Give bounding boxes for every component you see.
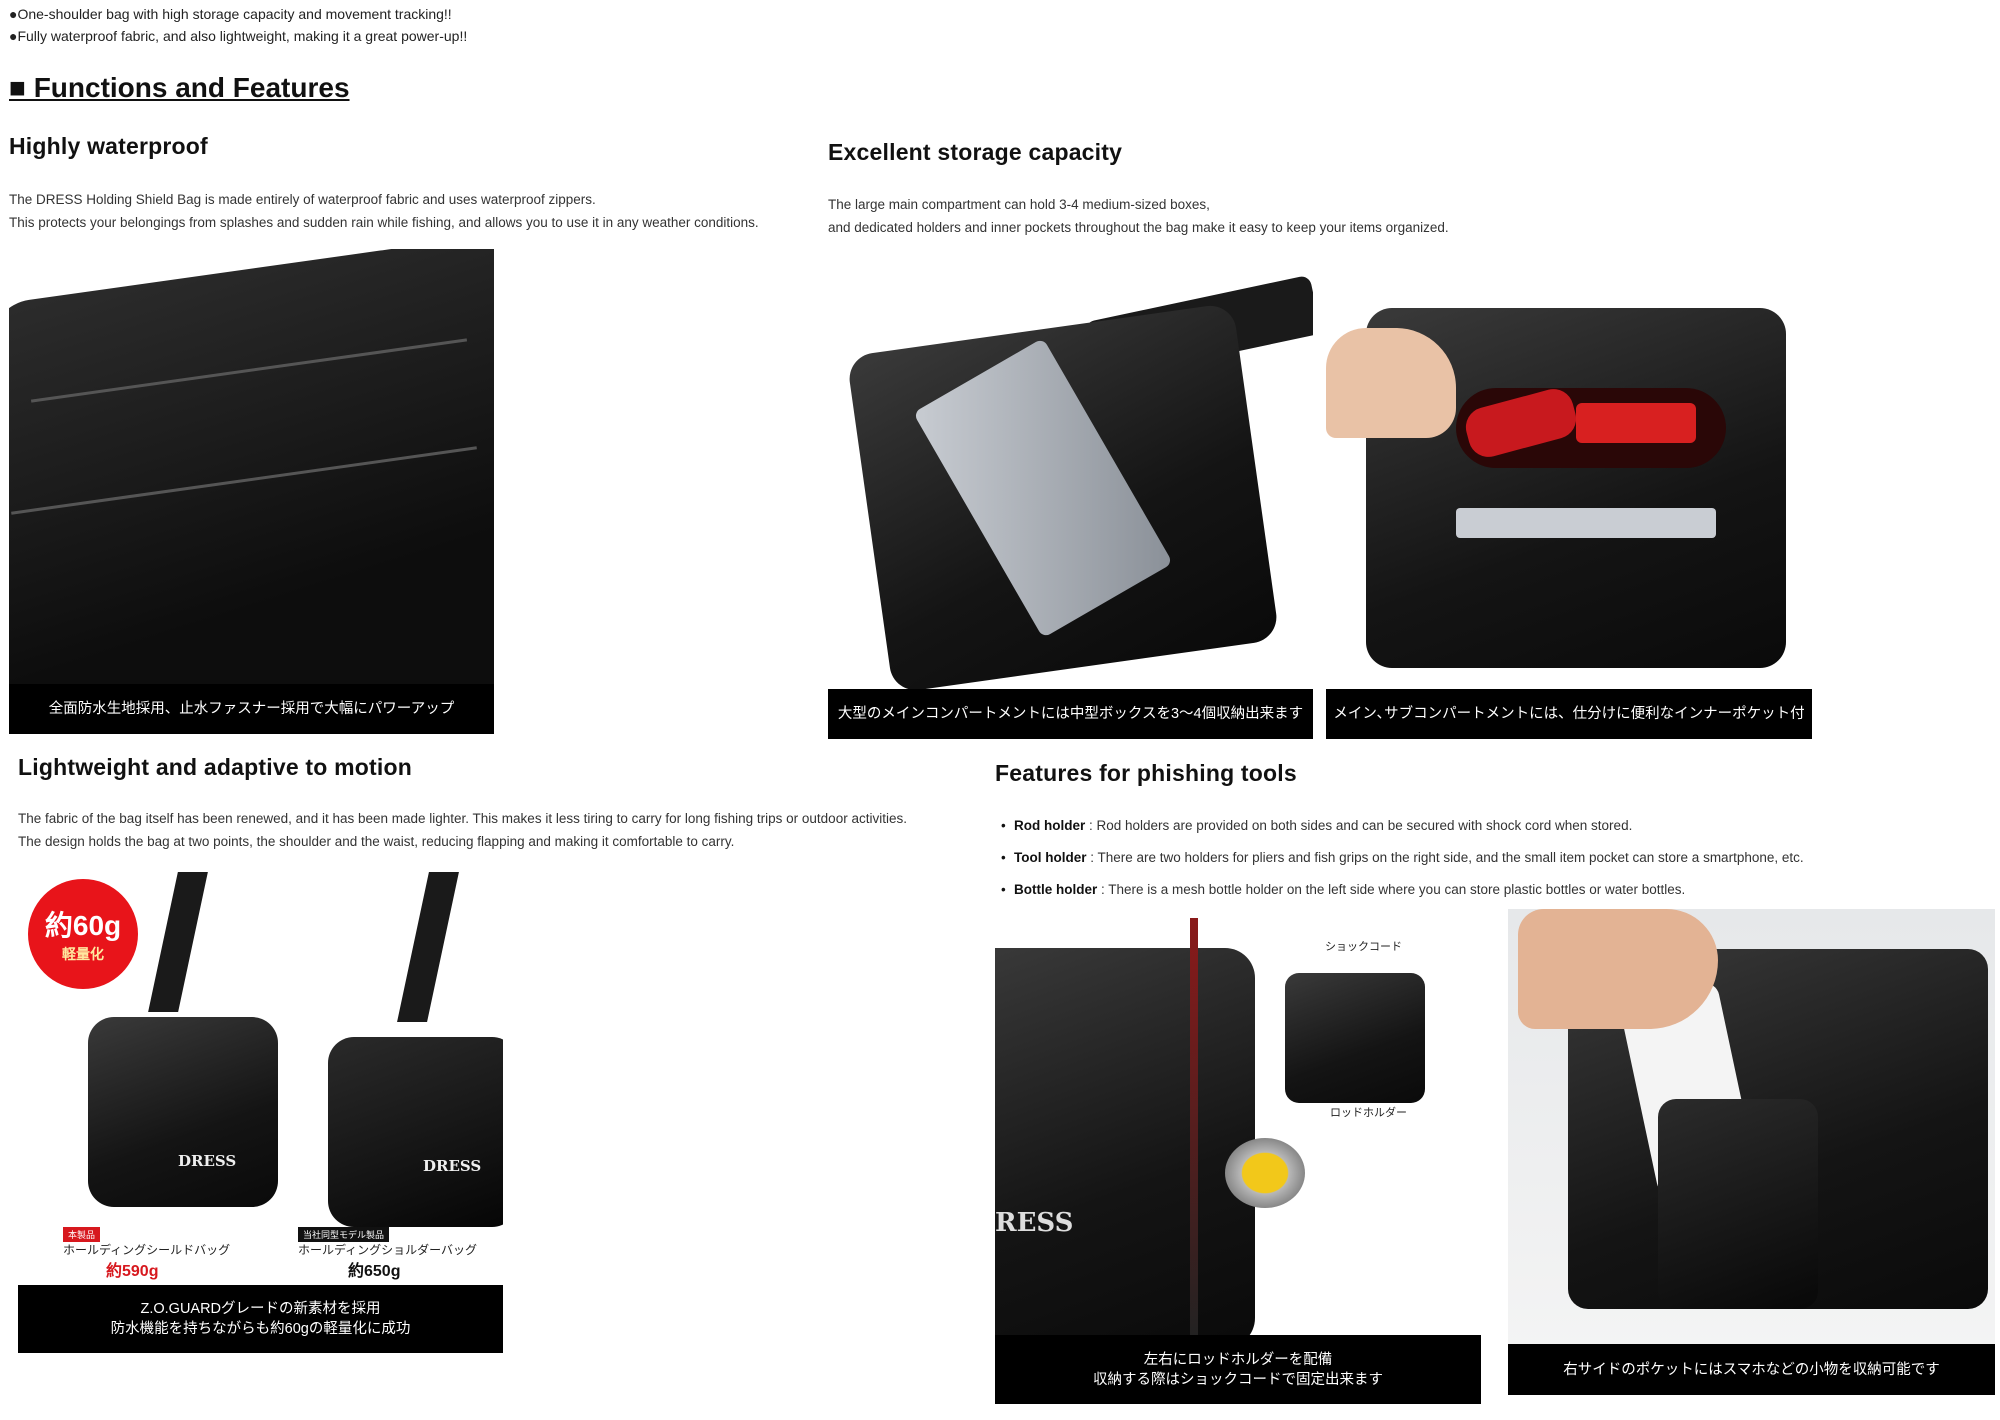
- photo-caption: 全面防水生地採用、止水ファスナー採用で大幅にパワーアップ: [9, 684, 494, 734]
- shock-cord-label: ショックコード: [1325, 941, 1402, 953]
- item-label: Tool holder: [1014, 850, 1087, 865]
- product-name: ホールディングショルダーバッグ: [298, 1243, 478, 1257]
- product-tag: 当社同型モデル製品: [298, 1227, 390, 1242]
- intro-bullet: ●Fully waterproof fabric, and also light…: [9, 28, 468, 44]
- lightweight-title: Lightweight and adaptive to motion: [18, 754, 412, 780]
- badge-label: 軽量化: [62, 946, 104, 962]
- text-line: This protects your belongings from splas…: [9, 215, 759, 230]
- caption-line: Z.O.GUARDグレードの新素材を採用: [140, 1301, 381, 1317]
- caption-line: 防水機能を持ちながらも約60gの軽量化に成功: [110, 1321, 411, 1337]
- waterproof-description: The DRESS Holding Shield Bag is made ent…: [9, 188, 759, 234]
- item-label: Rod holder: [1014, 818, 1086, 833]
- text-line: and dedicated holders and inner pockets …: [828, 220, 1449, 235]
- text-line: The fabric of the bag itself has been re…: [18, 811, 907, 826]
- weight-comparison-photo: 約60g 軽量化 DRESS DRESS 本製品 ホールディングシールドバッグ …: [18, 867, 503, 1353]
- product-tag: 本製品: [63, 1227, 101, 1242]
- text-line: The DRESS Holding Shield Bag is made ent…: [9, 192, 596, 207]
- waterproof-title: Highly waterproof: [9, 133, 208, 159]
- storage-description: The large main compartment can hold 3-4 …: [828, 193, 1449, 239]
- item-text: : There is a mesh bottle holder on the l…: [1097, 882, 1686, 897]
- item-text: : There are two holders for pliers and f…: [1086, 850, 1804, 865]
- photo-caption: 右サイドのポケットにはスマホなどの小物を収納可能です: [1508, 1344, 1995, 1395]
- weight-reduction-badge: 約60g 軽量化: [28, 879, 138, 989]
- inner-pocket-photo: メイン､サブコンパートメントには、仕分けに便利なインナーポケット付: [1326, 268, 1812, 739]
- item-label: Bottle holder: [1014, 882, 1098, 897]
- badge-weight: 約60g: [44, 910, 122, 941]
- product-name: ホールディングシールドバッグ: [63, 1243, 231, 1257]
- tools-title: Features for phishing tools: [995, 760, 1297, 786]
- storage-title: Excellent storage capacity: [828, 139, 1123, 165]
- rod-holder-photo: RESS ショックコード ロッドホルダー 左右にロッドホルダーを配備 収納する際…: [995, 918, 1481, 1404]
- photo-caption: 左右にロッドホルダーを配備 収納する際はショックコードで固定出来ます: [995, 1335, 1481, 1404]
- lightweight-description: The fabric of the bag itself has been re…: [18, 807, 907, 853]
- caption-line: 収納する際はショックコードで固定出来ます: [1093, 1371, 1383, 1388]
- section-title: ■ Functions and Features: [9, 72, 350, 103]
- main-compartment-photo: 大型のメインコンパートメントには中型ボックスを3～4個収納出来ます: [828, 268, 1313, 739]
- list-item: Rod holder : Rod holders are provided on…: [1001, 818, 1633, 833]
- intro-bullet: ●One-shoulder bag with high storage capa…: [9, 6, 452, 22]
- list-item: Bottle holder : There is a mesh bottle h…: [1001, 882, 1686, 897]
- side-pocket-photo: 右サイドのポケットにはスマホなどの小物を収納可能です: [1508, 909, 1995, 1395]
- photo-caption: メイン､サブコンパートメントには、仕分けに便利なインナーポケット付: [1326, 689, 1812, 739]
- waterproof-bag-photo: 全面防水生地採用、止水ファスナー採用で大幅にパワーアップ: [9, 249, 494, 734]
- text-line: The design holds the bag at two points, …: [18, 834, 735, 849]
- list-item: Tool holder : There are two holders for …: [1001, 850, 1804, 865]
- product-weight: 約590g: [106, 1263, 159, 1280]
- photo-caption: Z.O.GUARDグレードの新素材を採用 防水機能を持ちながらも約60gの軽量化…: [18, 1285, 503, 1353]
- photo-caption: 大型のメインコンパートメントには中型ボックスを3～4個収納出来ます: [828, 689, 1313, 739]
- product-weight: 約650g: [348, 1263, 401, 1280]
- caption-line: 左右にロッドホルダーを配備: [1143, 1351, 1333, 1368]
- rod-holder-label: ロッドホルダー: [1330, 1107, 1407, 1119]
- item-text: : Rod holders are provided on both sides…: [1085, 818, 1633, 833]
- text-line: The large main compartment can hold 3-4 …: [828, 197, 1210, 212]
